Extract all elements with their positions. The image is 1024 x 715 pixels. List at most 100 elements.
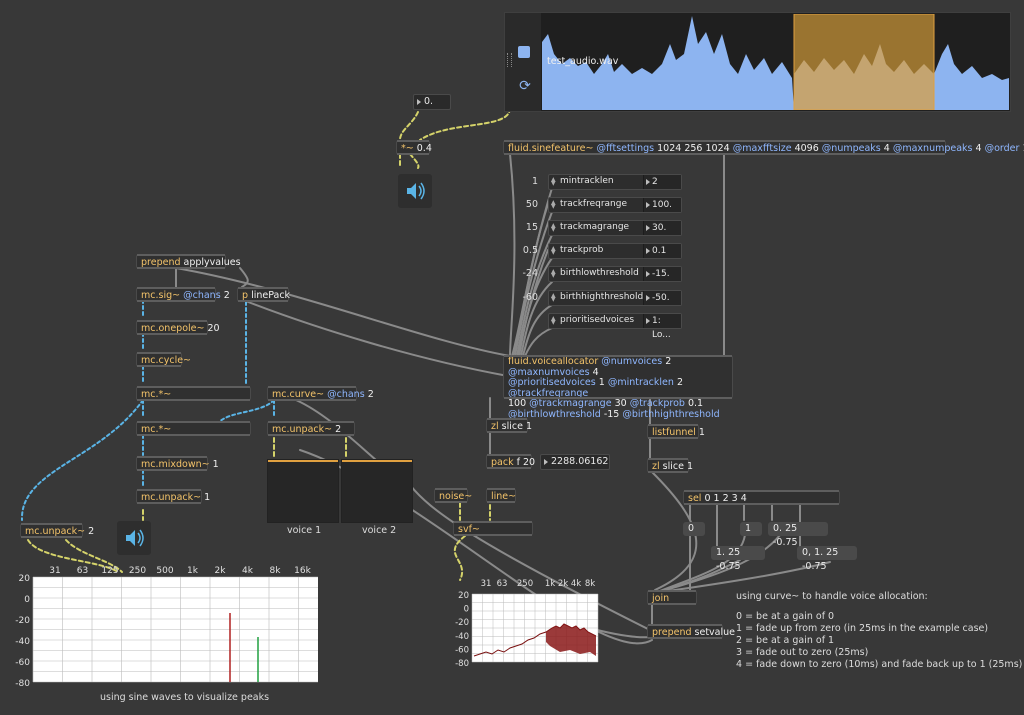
attrui-setting[interactable]: 30. (643, 221, 681, 235)
message-1[interactable]: 1 (740, 522, 762, 536)
voice2-slider[interactable] (341, 459, 413, 523)
voiceallocator-token: @maxnumvoices (508, 366, 590, 378)
attrui-setting[interactable]: 2 (643, 175, 681, 189)
mc-times-object-1[interactable]: mc.*~ (136, 386, 251, 401)
mc-times-object-2[interactable]: mc.*~ (136, 421, 251, 436)
voiceallocator-object[interactable]: fluid.voiceallocator @numvoices 2 @maxnu… (503, 355, 733, 430)
mc-mixdown-object[interactable]: mc.mixdown~ 1 (136, 456, 219, 471)
prepend-apply-arg: applyvalues (183, 257, 241, 268)
attrui-setting[interactable]: 100. (643, 198, 681, 212)
times-object[interactable]: *~ 0.4 (396, 140, 432, 155)
voice1-slider[interactable] (267, 459, 339, 523)
attrui-name: birthhighthreshold (560, 292, 644, 302)
stepper-arrows-icon[interactable]: ▲▼ (551, 268, 556, 279)
stepper-arrows-icon[interactable]: ▲▼ (551, 199, 556, 210)
buffer-color-square[interactable] (518, 46, 530, 58)
sinefeature-object[interactable]: fluid.sinefeature~ @fftsettings 1024 256… (503, 140, 1024, 155)
listfunnel-arg: 1 (698, 427, 705, 438)
attrui-name: mintracklen (560, 176, 614, 186)
attrui-mintracklen[interactable]: ▲▼ mintracklen 2 (548, 174, 682, 190)
mc-sig-object[interactable]: mc.sig~ @chans 2 (136, 287, 230, 302)
prepend-setvalue-object[interactable]: prepend setvalue (647, 624, 735, 639)
stepper-arrows-icon[interactable]: ▲▼ (551, 245, 556, 256)
freq-tick-label: 8k (270, 566, 282, 576)
comment-line: 2 = be at a gain of 1 (736, 635, 835, 646)
times-name: *~ (401, 143, 414, 154)
freq-tick-label: 250 (129, 566, 146, 576)
db-tick-label: -20 (455, 618, 469, 628)
spectrum-right-fill (546, 624, 596, 656)
voiceallocator-line: fluid.voiceallocator @numvoices 2 @maxnu… (508, 356, 728, 378)
mc-cycle-name: mc.cycle~ (141, 355, 192, 366)
attrui-birthlowthreshold[interactable]: ▲▼birthlowthreshold-15. (548, 266, 682, 282)
voiceallocator-token: 100 (508, 398, 530, 409)
listfunnel-object[interactable]: listfunnel 1 (647, 424, 705, 439)
stepper-arrows-icon[interactable]: ▲▼ (551, 315, 556, 326)
noise-object[interactable]: noise~ (434, 488, 472, 503)
freq-tick-label: 8k (585, 579, 595, 589)
zl-a-name: zl (491, 421, 499, 432)
spectrum-left-db-labels: 200-20-40-60-80 (15, 574, 30, 689)
gain-number-box[interactable]: 0. (413, 94, 451, 110)
mc-unpack-mid-arg: 2 (335, 424, 342, 435)
attrui-setting[interactable]: -15. (643, 267, 681, 281)
mc-onepole-arg: 20 (207, 323, 220, 334)
stepper-arrows-icon[interactable]: ▲▼ (551, 292, 556, 303)
waveform-display[interactable]: ⟳ test_audio.wav (504, 12, 1011, 112)
mc-curve-object[interactable]: mc.curve~ @chans 2 (267, 386, 374, 401)
mc-unpack1-object[interactable]: mc.unpack~ 1 (136, 489, 210, 504)
loop-icon[interactable]: ⟳ (519, 78, 531, 94)
stepper-arrows-icon[interactable]: ▲▼ (551, 176, 556, 187)
voiceallocator-token: @trackfreqrange (508, 387, 589, 399)
times-arg: 0.4 (416, 143, 432, 154)
mc-unpack-mid-name: mc.unpack~ (272, 424, 333, 435)
db-tick-label: -60 (15, 658, 30, 668)
grip-icon[interactable] (507, 53, 512, 67)
attrui-birthhighthreshold[interactable]: ▲▼ birthhighthreshold-50. (548, 290, 682, 306)
pack-object[interactable]: pack f 20 (486, 454, 535, 469)
mc-unpack1-name: mc.unpack~ (141, 492, 202, 503)
zl-slice-a-object[interactable]: zl slice 1 (486, 418, 532, 433)
speaker-icon[interactable] (398, 174, 432, 208)
line-object[interactable]: line~ (486, 488, 516, 503)
attrui-setting[interactable]: 1: Lo... (643, 314, 681, 340)
message-3[interactable]: 1. 25 -0.75 (711, 546, 765, 572)
mc-onepole-object[interactable]: mc.onepole~ 20 (136, 320, 220, 335)
attrui-setting[interactable]: -50. (643, 291, 681, 305)
voiceallocator-token: 30 (611, 398, 630, 409)
mc-cycle-object[interactable]: mc.cycle~ (136, 352, 191, 367)
p-linepack-object[interactable]: p linePack (237, 287, 290, 302)
attrui-setting[interactable]: 0.1 (643, 244, 681, 258)
message-4[interactable]: 0, 1. 25 -0.75 (797, 546, 857, 572)
freq-tick-label: 63 (77, 566, 88, 576)
voiceallocator-token: 2 (673, 377, 683, 388)
svf-object[interactable]: svf~ (453, 521, 533, 536)
message-2[interactable]: 0. 25 -0.75 (768, 522, 828, 548)
mc-unpack-left-object[interactable]: mc.unpack~ 2 (20, 523, 94, 538)
mc-mixdown-name: mc.mixdown~ (141, 459, 210, 470)
mc-unpack-mid-object[interactable]: mc.unpack~ 2 (267, 421, 355, 436)
stepper-arrows-icon[interactable]: ▲▼ (551, 222, 556, 233)
prepend-applyvalues-object[interactable]: prepend applyvalues (136, 254, 241, 269)
join-object[interactable]: join (647, 590, 697, 605)
voiceallocator-token: @mintracklen (607, 377, 674, 388)
voice1-label: voice 1 (287, 525, 322, 536)
message-0[interactable]: 0 (683, 522, 705, 536)
param-value: -24 (522, 268, 538, 279)
spectrum-right-db-labels: 200-20-40-60-80 (455, 591, 469, 666)
mc-mixdown-arg: 1 (212, 459, 219, 470)
mc-times1-name: mc.*~ (141, 389, 172, 400)
sinefeature-arg-3: 4096 (791, 143, 822, 154)
db-tick-label: -80 (455, 659, 469, 666)
freq-tick-label: 125 (101, 566, 118, 576)
sel-object[interactable]: sel 0 1 2 3 4 (683, 490, 840, 505)
speaker-icon-2[interactable] (117, 521, 151, 555)
pack-output-number[interactable]: 2288.06162 (540, 454, 610, 470)
zl-slice-b-object[interactable]: zl slice 1 (647, 458, 693, 473)
